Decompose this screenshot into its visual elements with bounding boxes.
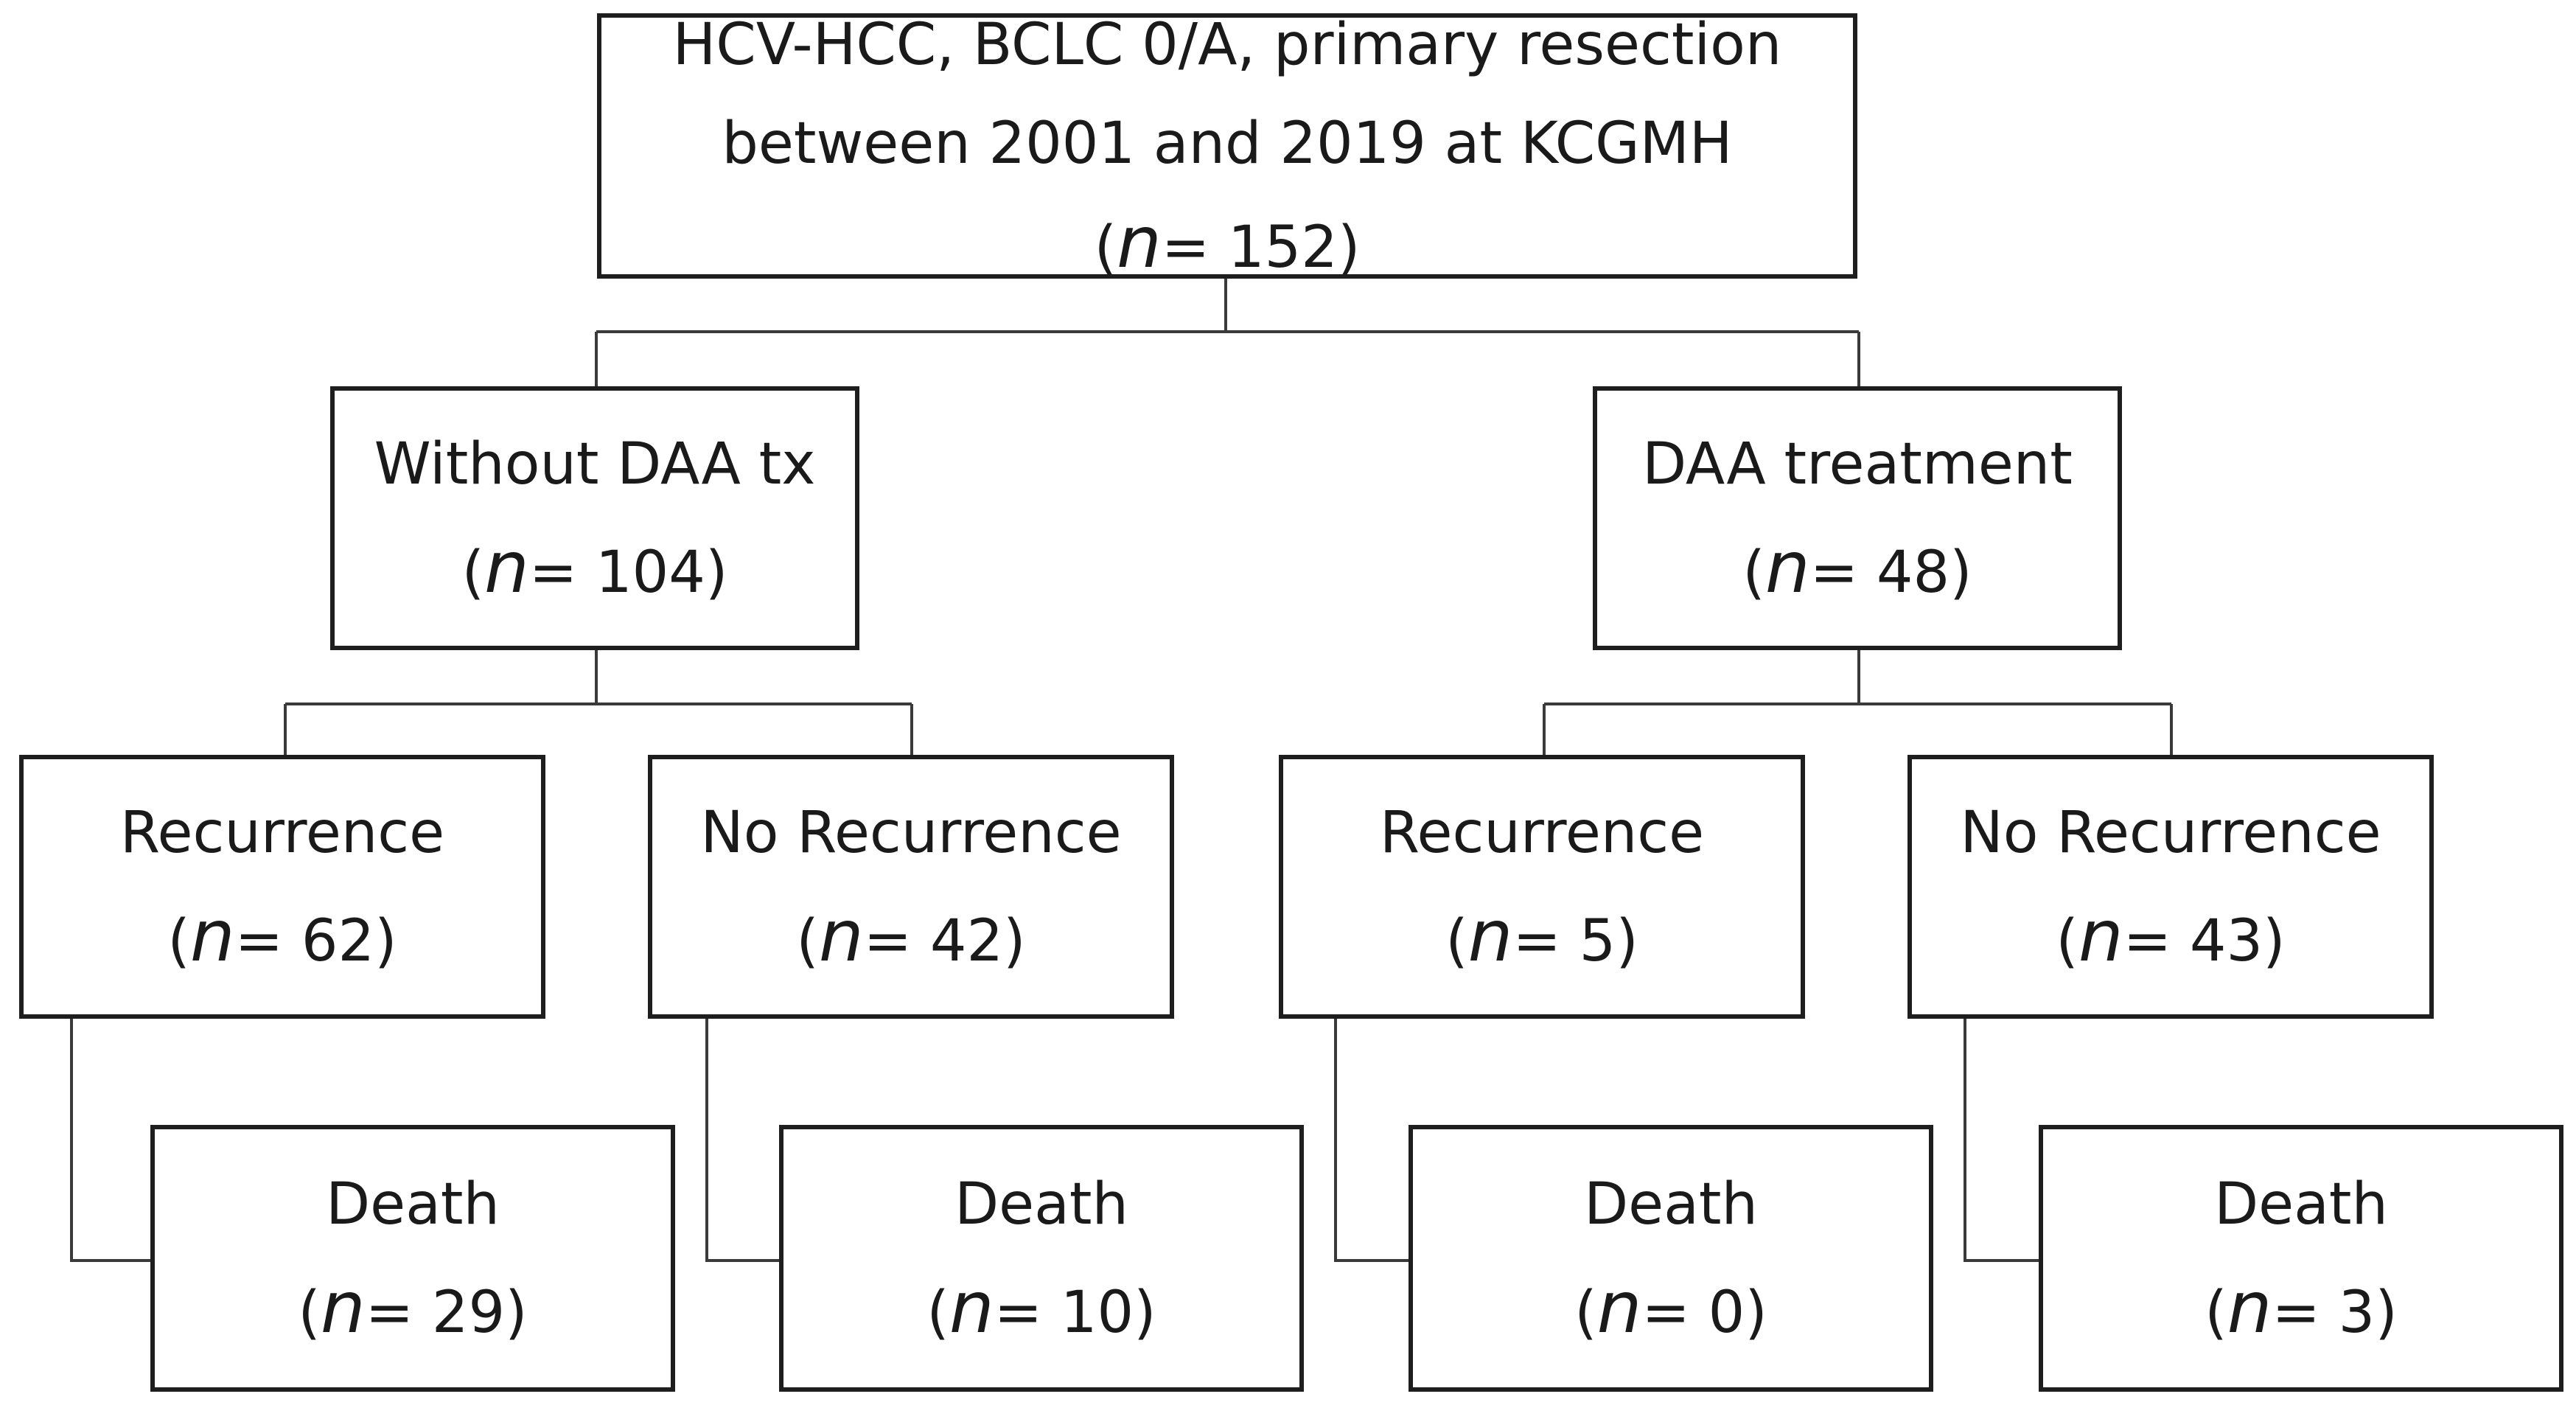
connector-right-split xyxy=(1543,649,2173,757)
daa-treatment-title: DAA treatment xyxy=(1642,430,2073,498)
recurrence-title-1: Recurrence xyxy=(119,799,445,866)
death-count-3: (n= 0) xyxy=(1574,1266,1767,1349)
recurrence-title-2: Recurrence xyxy=(1379,799,1705,866)
no-recurrence-box-2: No Recurrence (n= 43) xyxy=(1907,755,2434,1019)
death-count-2: (n= 10) xyxy=(926,1266,1156,1349)
recurrence-count-1: (n= 62) xyxy=(167,894,397,977)
without-daa-count: (n= 104) xyxy=(461,526,728,609)
death-title-3: Death xyxy=(1584,1171,1758,1238)
connector-elbow-3 xyxy=(1334,1017,1409,1262)
no-recurrence-title-2: No Recurrence xyxy=(1960,799,2381,866)
root-box: HCV-HCC, BCLC 0/A, primary resection bet… xyxy=(597,12,1857,284)
death-box-2: Death (n= 10) xyxy=(779,1125,1304,1392)
connector-elbow-2 xyxy=(705,1017,780,1262)
n-symbol: n xyxy=(2227,1266,2272,1349)
no-recurrence-title-1: No Recurrence xyxy=(700,799,1122,866)
connector-left-split xyxy=(284,649,913,757)
daa-treatment-box: DAA treatment (n= 48) xyxy=(1593,386,2122,650)
n-symbol: n xyxy=(484,526,529,609)
n-symbol: n xyxy=(1596,1266,1642,1349)
recurrence-box-2: Recurrence (n= 5) xyxy=(1279,755,1805,1019)
death-title-1: Death xyxy=(326,1171,500,1238)
connector-elbow-4 xyxy=(1964,1017,2039,1262)
without-daa-box: Without DAA tx (n= 104) xyxy=(330,386,859,650)
no-recurrence-count-1: (n= 42) xyxy=(796,894,1026,977)
no-recurrence-count-2: (n= 43) xyxy=(2056,894,2286,977)
n-symbol: n xyxy=(1117,201,1162,284)
n-symbol: n xyxy=(189,894,235,977)
n-symbol: n xyxy=(320,1266,366,1349)
recurrence-count-2: (n= 5) xyxy=(1445,894,1638,977)
n-symbol: n xyxy=(1467,894,1513,977)
death-title-4: Death xyxy=(2214,1171,2388,1238)
daa-treatment-count: (n= 48) xyxy=(1742,526,1972,609)
n-symbol: n xyxy=(1765,526,1810,609)
root-count: (n= 152) xyxy=(1094,201,1361,284)
connector-elbow-1 xyxy=(70,1017,151,1262)
root-line-1: HCV-HCC, BCLC 0/A, primary resection xyxy=(672,11,1782,78)
root-line-2: between 2001 and 2019 at KCGMH xyxy=(722,110,1733,177)
death-box-3: Death (n= 0) xyxy=(1409,1125,1933,1392)
n-symbol: n xyxy=(818,894,864,977)
n-symbol: n xyxy=(949,1266,994,1349)
death-count-4: (n= 3) xyxy=(2205,1266,2398,1349)
n-symbol: n xyxy=(2078,894,2123,977)
death-box-1: Death (n= 29) xyxy=(150,1125,675,1392)
connector-root-split xyxy=(595,276,1860,388)
death-title-2: Death xyxy=(954,1171,1128,1238)
death-box-4: Death (n= 3) xyxy=(2039,1125,2563,1392)
no-recurrence-box-1: No Recurrence (n= 42) xyxy=(648,755,1174,1019)
without-daa-title: Without DAA tx xyxy=(374,430,816,498)
death-count-1: (n= 29) xyxy=(298,1266,528,1349)
recurrence-box-1: Recurrence (n= 62) xyxy=(19,755,545,1019)
